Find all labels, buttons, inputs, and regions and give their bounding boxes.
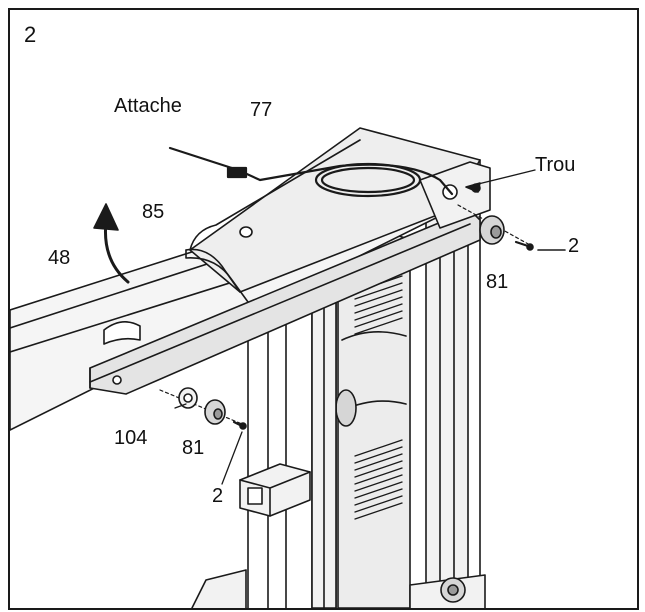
vent-slots-lower [354,439,403,520]
crossbar-bracket [239,463,311,517]
label-part-48: 48 [48,247,71,269]
step-number: 2 [24,22,37,47]
label-part-77: 77 [250,99,273,121]
label-screw-left: 2 [212,485,224,507]
hardware-left [159,387,247,430]
upright-post-right [425,189,481,608]
upright-post-left [247,295,287,608]
label-part-85: 85 [142,201,165,223]
leader-lines [174,169,536,485]
trou-arrow [465,182,481,193]
treadmill-assembly-illustration [10,127,566,608]
label-screw-right: 2 [568,235,580,257]
label-spacer-104: 104 [114,427,148,449]
hardware-right [457,204,566,251]
wire-77 [168,146,454,198]
label-washer-right: 81 [486,271,509,293]
label-washer-left: 81 [182,437,205,459]
upright-post-center [311,267,337,608]
label-attache: Attache [114,95,182,117]
rotate-arrow [93,203,130,284]
base-frame [191,569,486,608]
motor-pulley [335,389,357,427]
diagram-frame: 2 Attache 77 Trou 85 48 2 81 104 81 2 [8,8,639,610]
label-trou: Trou [535,154,576,176]
